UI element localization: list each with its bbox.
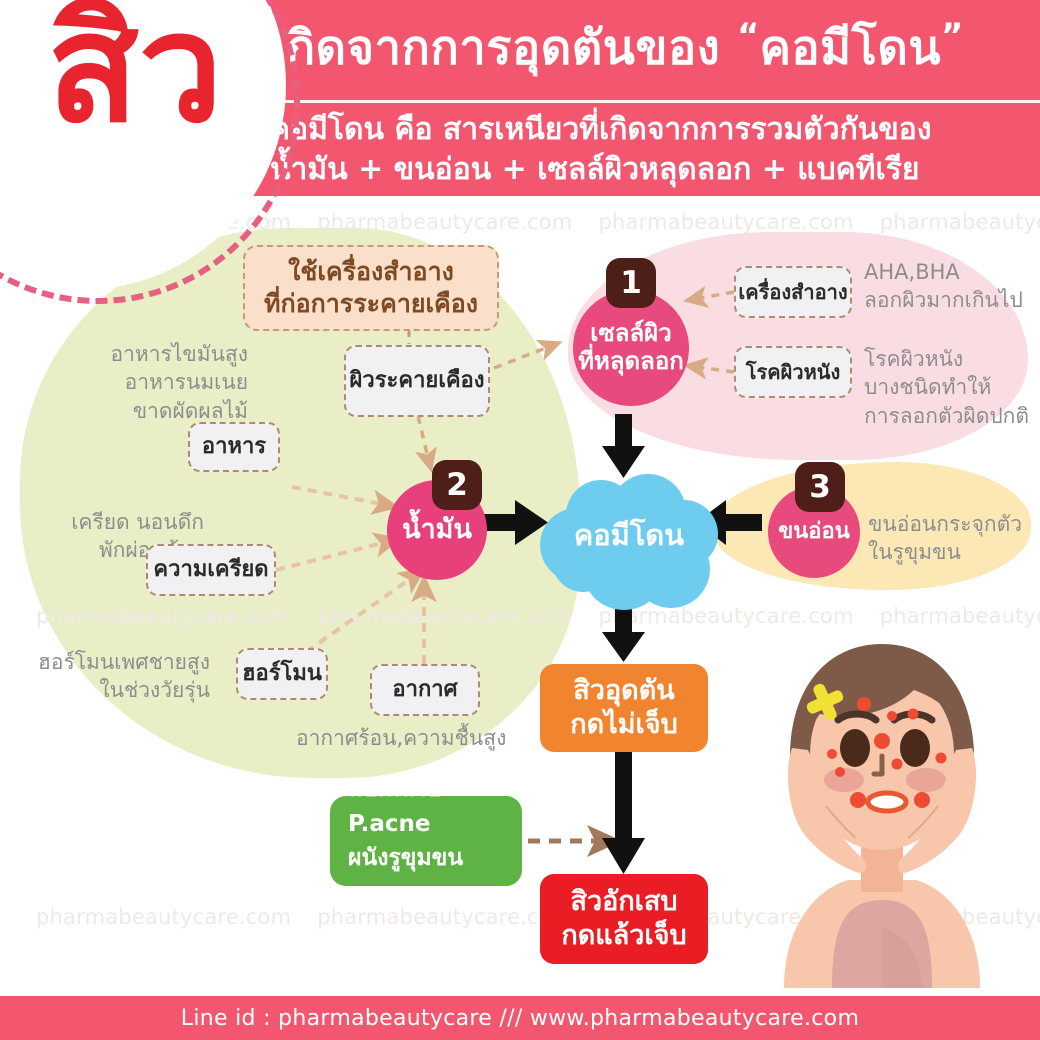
cosmetics-label: เครื่องสำอาง	[738, 280, 848, 304]
quote-open: “	[737, 16, 760, 56]
badge-two: 2	[432, 460, 482, 510]
clogged-acne-line2: กดไม่เจ็บ	[570, 709, 678, 740]
clogged-acne-line1: สิวอุดตัน	[573, 675, 675, 707]
weather-box: อากาศ	[370, 664, 480, 716]
acne-spots-icon	[827, 697, 947, 808]
comedone-label: คอมีโดน	[573, 518, 685, 552]
cosmetics-note: AHA,BHA ลอกผิวมากเกินไป	[864, 258, 1040, 315]
food-note: อาหารไขมันสูง อาหารนมเนย ขาดผัดผลไม้	[30, 340, 248, 425]
irritating-cosmetics-line1: ใช้เครื่องสำอาง	[288, 256, 454, 286]
hormone-note-line2: ในช่วงวัยรุ่น	[99, 678, 210, 703]
vellus-hair-label: ขนอ่อน	[778, 519, 850, 545]
bacteria-box: แบคทีเรีย P.acne ผนังรูขุมขนแตก	[330, 776, 522, 906]
watermark-text: pharmabeautycare.com	[317, 905, 573, 929]
skin-disease-note-line1: โรคผิวหนัง	[864, 347, 964, 371]
header-subtitle-line2: น้ำมัน + ขนอ่อน + เซลล์ผิวหลุดลอก + แบคท…	[270, 151, 920, 187]
oil-label: น้ำมัน	[402, 514, 472, 546]
comedone-cloud	[540, 474, 718, 610]
watermark-text: pharmabeautycare.com	[598, 604, 854, 628]
watermark-text: pharmabeautycare.com	[36, 905, 292, 929]
logo-text-wrap: สิว	[10, 0, 260, 144]
watermark-text: pharmabeautycare.com	[317, 210, 573, 234]
watermark-text: pharmabeautycare.com	[879, 604, 1040, 628]
irritated-skin-box: ผิวระคายเคือง	[344, 345, 490, 417]
watermark-text: pharmabeautycare.com	[36, 604, 292, 628]
badge-two-number: 2	[446, 467, 468, 503]
badge-three: 3	[795, 462, 845, 512]
weather-note-text: อากาศร้อน,ความชื้นสูง	[296, 726, 507, 750]
acne-girl-illustration	[784, 644, 980, 988]
hormone-note: ฮอร์โมนเพศชายสูง ในช่วงวัยรุ่น	[20, 648, 210, 705]
stress-label: ความเครียด	[153, 556, 269, 582]
inflamed-acne-line1: สิวอักเสบ	[570, 886, 678, 918]
quote-close: ”	[941, 16, 964, 56]
irritated-skin-label: ผิวระคายเคือง	[349, 367, 485, 393]
shed-skin-circle: เซลล์ผิว ที่หลุดลอก	[573, 290, 689, 406]
watermark-text: pharmabeautycare.com	[598, 210, 854, 234]
bacteria-line2: ผนังรูขุมขนแตก	[348, 845, 464, 906]
hormone-note-line1: ฮอร์โมนเพศชายสูง	[38, 650, 210, 674]
stress-note-line1: เครียด นอนดึก	[71, 510, 204, 534]
food-label: อาหาร	[201, 433, 267, 459]
vellus-hair-yellow-region	[713, 462, 1031, 590]
skin-disease-box: โรคผิวหนัง	[734, 346, 852, 398]
skin-disease-label: โรคผิวหนัง	[745, 360, 841, 384]
hormone-label: ฮอร์โมน	[242, 660, 322, 686]
weather-label: อากาศ	[392, 676, 458, 702]
hormone-box: ฮอร์โมน	[236, 648, 328, 700]
skin-disease-note-line3: การลอกตัวผิดปกติ	[864, 403, 1030, 428]
header-divider	[270, 100, 1040, 103]
hair-clip-icon	[806, 683, 844, 721]
weather-note: อากาศร้อน,ความชื้นสูง	[296, 724, 586, 752]
cosmetics-note-line1: AHA,BHA	[864, 260, 960, 284]
bacteria-line1: แบคทีเรีย P.acne	[348, 776, 442, 837]
stress-box: ความเครียด	[146, 544, 276, 596]
cosmetics-note-line2: ลอกผิวมากเกินไป	[864, 288, 1023, 313]
irritating-cosmetics-line2: ที่ก่อการระคายเคือง	[264, 289, 478, 318]
footer-contact-text: Line id : pharmabeautycare /// www.pharm…	[180, 1005, 860, 1031]
shed-skin-line2: ที่หลุดลอก	[578, 347, 684, 375]
skin-disease-note-line2: บางชนิดทำให้	[864, 375, 992, 400]
comedone-label-wrap: คอมีโดน	[540, 512, 718, 558]
badge-three-number: 3	[809, 469, 831, 505]
header-subtitle: คอมีโดน คือ สารเหนียวที่เกิดจากการรวมตัว…	[270, 110, 1030, 190]
skin-disease-note: โรคผิวหนัง บางชนิดทำให้ การลอกตัวผิดปกติ	[864, 345, 1040, 430]
badge-one: 1	[606, 258, 656, 308]
shed-skin-line1: เซลล์ผิว	[590, 319, 672, 348]
food-note-line2: อาหารนมเนย	[124, 370, 248, 395]
clogged-acne-box: สิวอุดตัน กดไม่เจ็บ	[540, 664, 708, 752]
header-title-pre: เกิดจากการอุดตันของ	[270, 20, 721, 76]
inflamed-acne-box: สิวอักเสบ กดแล้วเจ็บ	[540, 874, 708, 964]
vellus-hair-note: ขนอ่อนกระจุกตัว ในรูขุมขน	[868, 510, 1038, 567]
vellus-hair-note-line2: ในรูขุมขน	[868, 540, 961, 565]
food-box: อาหาร	[188, 422, 280, 472]
food-note-line3: ขาดผัดผลไม้	[132, 398, 248, 423]
watermark-text: pharmabeautycare.com	[879, 210, 1040, 234]
watermark-text: pharmabeautycare.com	[317, 604, 573, 628]
food-note-line1: อาหารไขมันสูง	[110, 342, 248, 366]
logo-text: สิว	[47, 0, 223, 156]
inflamed-acne-line2: กดแล้วเจ็บ	[561, 920, 687, 951]
vellus-hair-note-line1: ขนอ่อนกระจุกตัว	[868, 512, 1023, 536]
irritating-cosmetics-box: ใช้เครื่องสำอาง ที่ก่อการระคายเคือง	[243, 245, 499, 331]
badge-one-number: 1	[620, 265, 642, 301]
watermark-row: pharmabeautycare.com pharmabeautycare.co…	[0, 604, 1040, 628]
header-title: เกิดจากการอุดตันของ “คอมีโดน”	[270, 16, 1030, 76]
header-title-term: คอมีโดน	[759, 20, 942, 76]
footer-bar: Line id : pharmabeautycare /// www.pharm…	[0, 996, 1040, 1040]
arrow-down-clogged-to-inflamed	[602, 752, 645, 874]
header-subtitle-line1: คอมีโดน คือ สารเหนียวที่เกิดจากการรวมตัว…	[270, 112, 932, 147]
cosmetics-box: เครื่องสำอาง	[734, 266, 852, 318]
